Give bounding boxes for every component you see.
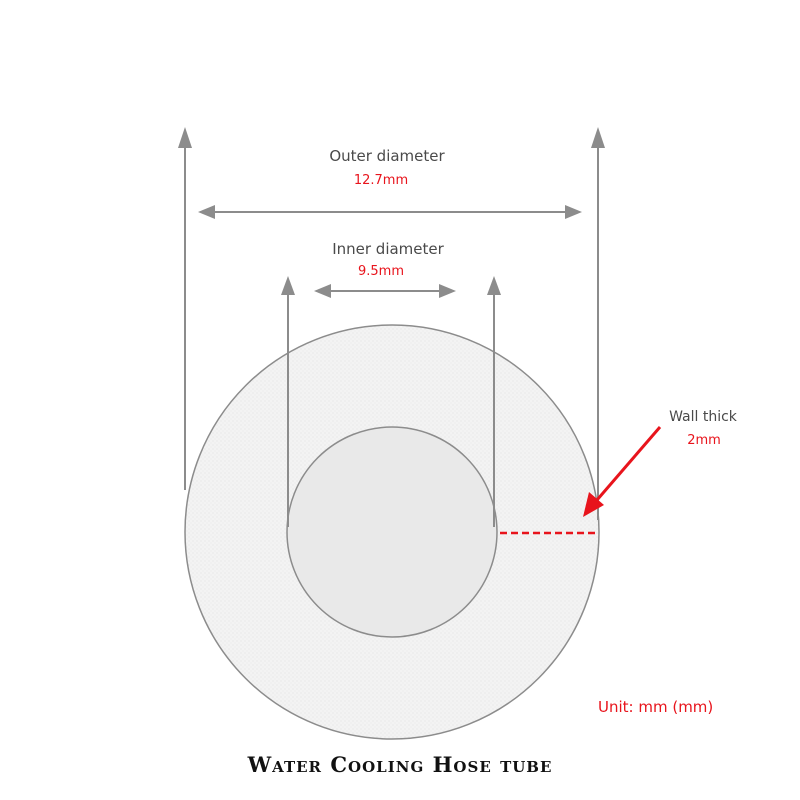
unit-note: Unit: mm (mm) <box>598 698 714 716</box>
inner-left-extension-line <box>281 276 295 527</box>
wall-thickness-value: 2mm <box>687 433 721 448</box>
inner-diameter-arrow <box>314 284 456 298</box>
inner-diameter-value: 9.5mm <box>357 264 405 279</box>
diagram-title: Water Cooling Hose tube <box>247 752 553 777</box>
outer-left-extension-line <box>178 127 192 490</box>
wall-thickness-label: Wall thick <box>669 409 737 425</box>
outer-diameter-label: Outer diameter <box>329 147 445 165</box>
inner-circle <box>286 426 498 638</box>
outer-diameter-value: 12.7mm <box>353 173 409 188</box>
inner-diameter-label: Inner diameter <box>332 240 444 258</box>
inner-right-extension-line <box>487 276 501 527</box>
outer-right-extension-line <box>591 127 605 520</box>
wall-thickness-pointer-arrow <box>583 426 662 517</box>
outer-diameter-arrow <box>198 205 582 219</box>
